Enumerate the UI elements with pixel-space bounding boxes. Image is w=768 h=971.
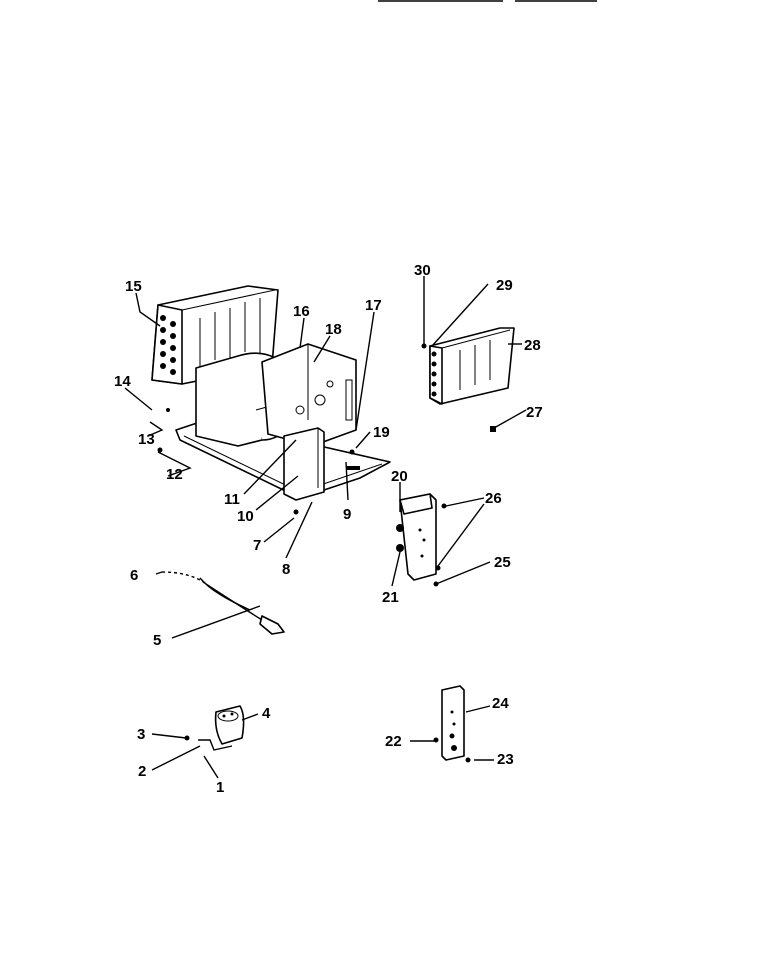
power-cord bbox=[161, 571, 285, 635]
callout-2: 2 bbox=[138, 763, 146, 780]
callout-23: 23 bbox=[497, 751, 514, 768]
callout-5: 5 bbox=[153, 632, 161, 649]
callout-9: 9 bbox=[343, 506, 351, 523]
callout-6: 6 bbox=[130, 567, 138, 584]
callout-15: 15 bbox=[125, 278, 142, 295]
callout-19: 19 bbox=[373, 424, 390, 441]
callout-16: 16 bbox=[293, 303, 310, 320]
callout-1: 1 bbox=[216, 779, 224, 796]
callout-25: 25 bbox=[494, 554, 511, 571]
callout-21: 21 bbox=[382, 589, 399, 606]
callout-7: 7 bbox=[253, 537, 261, 554]
callout-13: 13 bbox=[138, 431, 155, 448]
control-bracket bbox=[396, 493, 437, 581]
callout-24: 24 bbox=[492, 695, 509, 712]
callout-30: 30 bbox=[414, 262, 431, 279]
callout-10: 10 bbox=[237, 508, 254, 525]
callout-3: 3 bbox=[137, 726, 145, 743]
evaporator-coil bbox=[429, 327, 515, 405]
callout-22: 22 bbox=[385, 733, 402, 750]
callout-labels: 1 2 3 4 5 6 7 8 9 10 11 12 13 14 15 16 1… bbox=[114, 262, 543, 796]
fasteners bbox=[157, 343, 496, 587]
callout-18: 18 bbox=[325, 321, 342, 338]
callout-11: 11 bbox=[224, 491, 240, 508]
callout-29: 29 bbox=[496, 277, 513, 294]
callout-28: 28 bbox=[524, 337, 541, 354]
callout-14: 14 bbox=[114, 373, 131, 390]
callout-27: 27 bbox=[526, 404, 543, 421]
callout-26: 26 bbox=[485, 490, 502, 507]
callout-12: 12 bbox=[166, 466, 183, 483]
callout-17: 17 bbox=[365, 297, 382, 314]
callout-8: 8 bbox=[282, 561, 290, 578]
callout-20: 20 bbox=[391, 468, 408, 485]
leader-lines bbox=[124, 276, 527, 779]
control-panel bbox=[433, 685, 471, 763]
capacitor bbox=[184, 705, 245, 751]
callout-4: 4 bbox=[262, 705, 271, 722]
motor-mount bbox=[283, 427, 325, 501]
